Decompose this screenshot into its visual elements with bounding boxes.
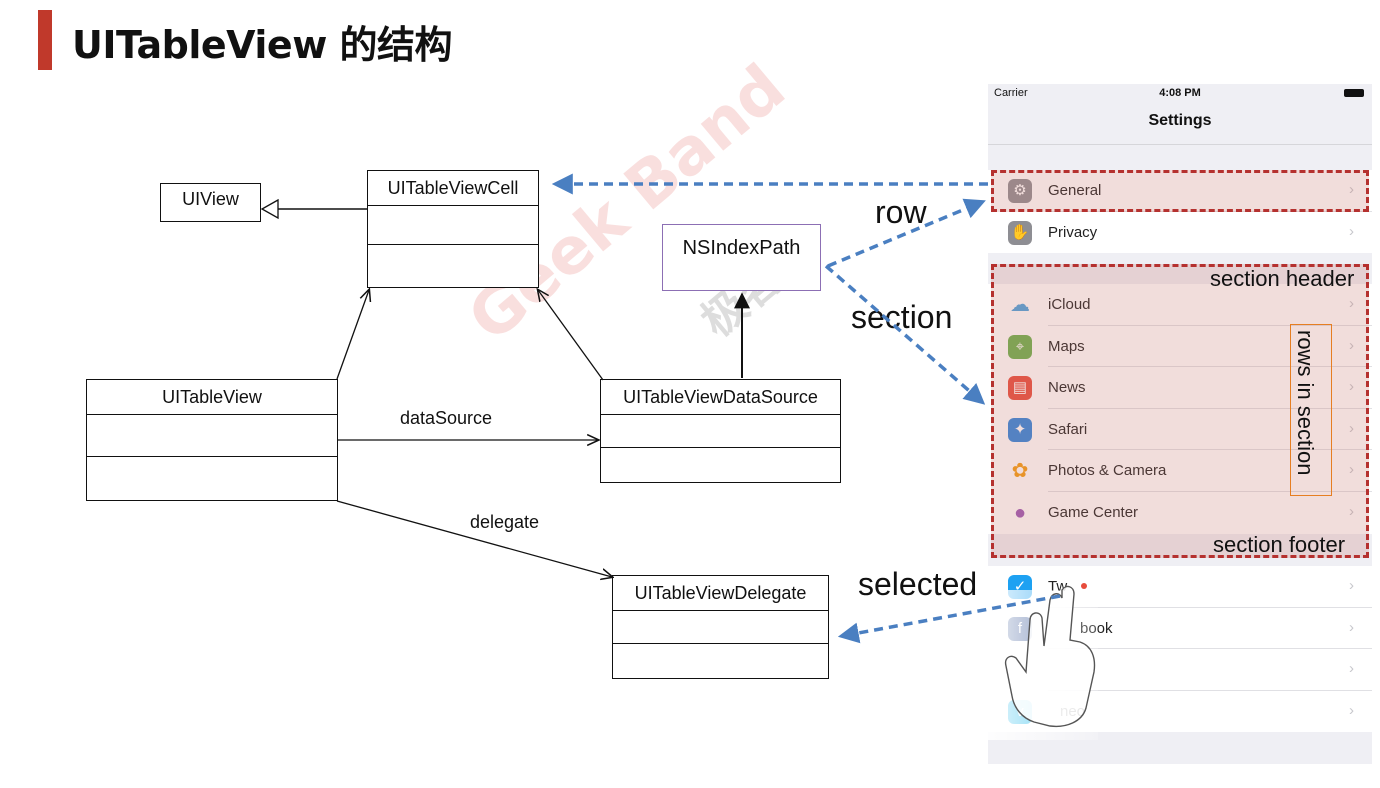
uml-datasource: UITableViewDataSource xyxy=(600,379,841,483)
row-separator xyxy=(1048,606,1372,608)
page-title: UITableView 的结构 xyxy=(72,23,453,67)
compass-icon: ✦ xyxy=(1008,417,1032,442)
edge-delegate-label: delegate xyxy=(470,512,540,532)
chevron-right-icon: › xyxy=(1349,701,1354,719)
chevron-right-icon: › xyxy=(1349,660,1354,678)
selected-label: selected xyxy=(858,566,978,602)
row-highlight xyxy=(991,170,1369,212)
settings-row[interactable]: ✿ Photos & Camera › xyxy=(988,450,1372,492)
chevron-right-icon: › xyxy=(1349,419,1354,437)
uml-datasource-methods xyxy=(601,447,840,448)
rows-in-section-box xyxy=(1290,324,1332,496)
settings-row[interactable]: ✦ Safari › xyxy=(988,409,1372,451)
chevron-right-icon: › xyxy=(1349,378,1354,396)
chevron-right-icon: › xyxy=(1349,618,1354,636)
uml-indexpath: NSIndexPath xyxy=(662,224,821,291)
uml-tableview-attrs xyxy=(87,414,337,456)
settings-row-label: Privacy xyxy=(1048,223,1098,241)
edge-datasource-label: dataSource xyxy=(400,408,493,428)
chevron-right-icon: › xyxy=(1349,502,1354,520)
uml-cell-methods xyxy=(368,244,538,245)
settings-row-label: News xyxy=(1048,379,1086,397)
uml-cell-name: UITableViewCell xyxy=(387,178,519,198)
carrier-text: Carrier xyxy=(994,87,1028,99)
uml-datasource-name: UITableViewDataSource xyxy=(623,387,818,407)
uml-indexpath-name: NSIndexPath xyxy=(682,237,801,259)
uml-tableview-name: UITableView xyxy=(162,387,262,407)
chevron-right-icon: › xyxy=(1349,295,1354,312)
row-separator xyxy=(1048,366,1372,368)
flower-icon: ✿ xyxy=(1008,459,1032,484)
gear-icon: ⚙ xyxy=(1008,179,1032,203)
battery-icon xyxy=(1344,89,1364,97)
hand-icon: ✋ xyxy=(1008,220,1032,245)
settings-row[interactable]: ● Game Center › xyxy=(988,492,1372,534)
settings-row[interactable]: ⌖ Maps › xyxy=(988,326,1372,368)
settings-group-2: ☁ iCloud › ⌖ Maps › ▤ News › ✦ Safari › … xyxy=(988,284,1372,534)
chevron-right-icon: › xyxy=(1349,336,1354,354)
nav-title: Settings xyxy=(1148,112,1212,129)
status-time: 4:08 PM xyxy=(1159,87,1201,99)
row-label: row xyxy=(875,194,927,230)
uml-cell-attrs xyxy=(368,205,538,244)
tap-hand-icon xyxy=(1004,583,1096,728)
row-separator xyxy=(1048,449,1372,451)
bubbles-icon: ● xyxy=(1008,500,1032,525)
settings-row-label: Safari xyxy=(1048,420,1088,438)
uml-cell: UITableViewCell xyxy=(367,170,539,288)
chevron-right-icon: › xyxy=(1349,181,1354,198)
map-icon: ⌖ xyxy=(1008,334,1032,359)
title-accent-bar xyxy=(38,10,52,70)
settings-row[interactable]: ▤ News › xyxy=(988,367,1372,409)
settings-row-label: General xyxy=(1048,182,1102,199)
settings-row[interactable]: › xyxy=(988,649,1372,691)
chevron-right-icon: › xyxy=(1349,222,1354,240)
uml-uiview: UIView xyxy=(160,183,261,222)
inherit-arrowhead xyxy=(260,198,279,220)
nav-divider xyxy=(988,144,1372,145)
chevron-right-icon: › xyxy=(1349,461,1354,479)
settings-row[interactable]: ⚙ General › xyxy=(988,170,1372,212)
tableview-to-cell-line xyxy=(336,290,369,380)
uml-tableview: UITableView xyxy=(86,379,338,501)
settings-row-label: Maps xyxy=(1048,337,1085,355)
section-label: section xyxy=(851,299,953,335)
section-highlight xyxy=(991,264,1369,558)
settings-row-label: Game Center xyxy=(1048,503,1139,521)
uml-tableview-methods xyxy=(87,456,337,457)
row-separator xyxy=(1048,407,1372,409)
uml-delegate: UITableViewDelegate xyxy=(612,575,829,679)
uml-delegate-methods xyxy=(613,643,828,644)
row-separator xyxy=(1048,490,1372,492)
section-footer-label: section footer xyxy=(1213,532,1346,557)
section-header-label: section header xyxy=(1210,266,1355,291)
chevron-right-icon: › xyxy=(1349,577,1354,594)
uml-uiview-name: UIView xyxy=(182,189,239,209)
news-icon: ▤ xyxy=(1008,376,1032,401)
uml-delegate-name: UITableViewDelegate xyxy=(634,583,807,603)
uml-datasource-attrs xyxy=(601,414,840,447)
uml-delegate-attrs xyxy=(613,610,828,643)
row-separator xyxy=(1048,648,1372,650)
settings-row-label: Photos & Camera xyxy=(1048,462,1167,480)
row-separator xyxy=(1048,324,1372,326)
settings-row[interactable]: ☁ iCloud › xyxy=(988,284,1372,326)
row-separator xyxy=(1048,689,1372,691)
settings-row-label: iCloud xyxy=(1048,296,1091,313)
rows-in-section-label: rows in section xyxy=(1293,330,1318,476)
cloud-icon: ☁ xyxy=(1008,293,1032,317)
status-bar: Carrier 4:08 PM xyxy=(988,84,1372,104)
settings-row[interactable]: ✋ Privacy › xyxy=(988,212,1372,254)
